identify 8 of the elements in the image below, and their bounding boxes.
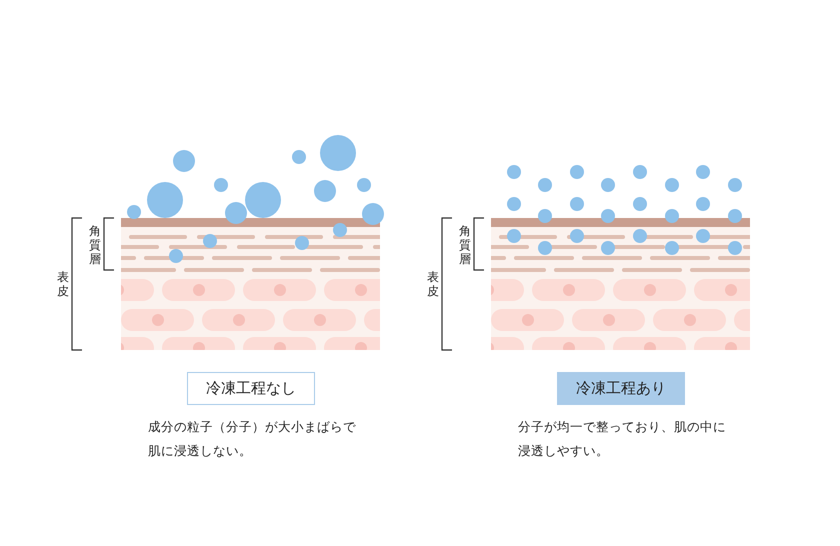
layer-label: 角質層: [459, 224, 471, 266]
layer-label: 表皮: [57, 270, 69, 298]
caption-text: 成分の粒子（分子）が大小まばらで肌に浸透しない。: [148, 418, 357, 460]
caption-text: 分子が均一で整っており、肌の中に浸透しやすい。: [518, 418, 727, 460]
layer-label: 角質層: [89, 224, 101, 266]
label-box: 冷凍工程なし: [187, 372, 315, 405]
highlighted-label-box: 冷凍工程あり: [557, 372, 685, 405]
layer-label: 表皮: [427, 270, 439, 298]
